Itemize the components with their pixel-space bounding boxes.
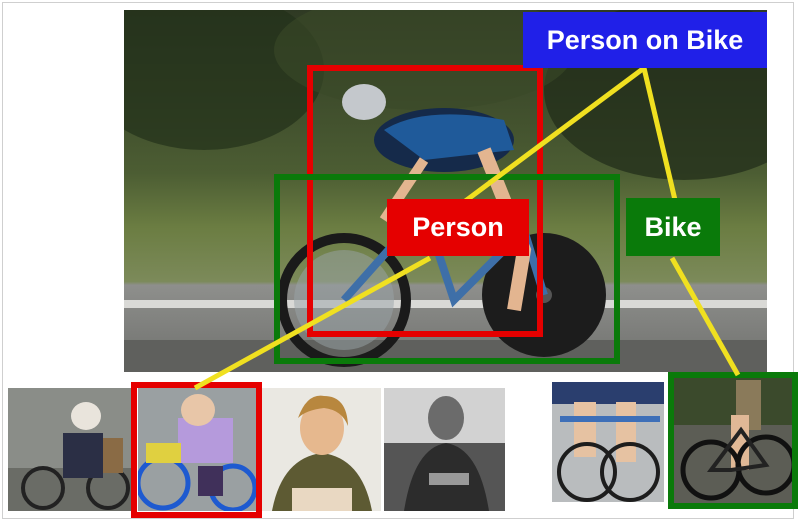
label-person: Person [387, 199, 529, 256]
person-example-2 [138, 388, 256, 511]
person-example-4 [384, 388, 505, 511]
label-bike: Bike [626, 198, 720, 256]
bike-example-1 [552, 382, 664, 502]
label-person-on-bike: Person on Bike [523, 12, 767, 68]
person-example-1 [8, 388, 135, 511]
bike-example-2 [671, 375, 795, 506]
person-example-3 [262, 388, 381, 511]
